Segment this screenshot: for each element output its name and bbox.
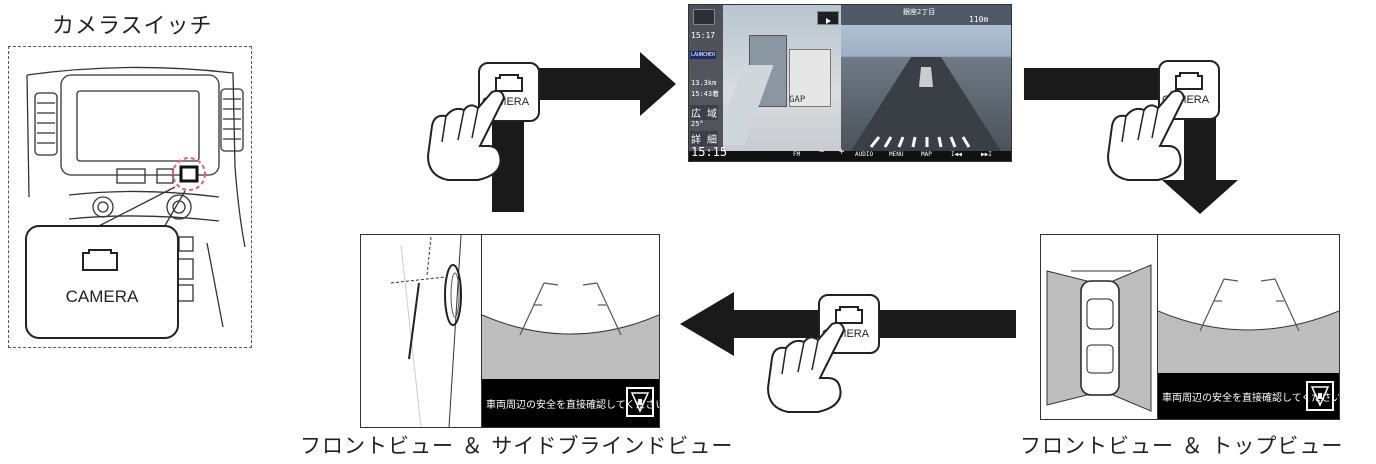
camera-button-zoom: CAMERA xyxy=(25,225,179,339)
warning-text: 車両周辺の安全を直接確認してください xyxy=(486,399,659,411)
junction-view: 銀座2丁目 110m xyxy=(841,5,1011,151)
camera-icon xyxy=(495,74,523,92)
wide-button[interactable]: 広 域 xyxy=(690,105,719,120)
play-icon[interactable] xyxy=(817,11,839,25)
warning-banner-right: 車両周辺の安全を直接確認してください xyxy=(1158,373,1339,419)
launcher-button[interactable]: LAUNCHER xyxy=(690,51,717,59)
distance-readout: 13.3km xyxy=(691,79,717,87)
side-blind-view xyxy=(390,235,462,427)
caution-icon-right xyxy=(1306,381,1334,411)
gap-label: GAP xyxy=(789,95,806,105)
top-view xyxy=(1046,264,1152,412)
nav-bottom-bar xyxy=(689,151,1011,161)
temperature: 25° xyxy=(691,120,704,128)
eta-readout: 15:43着 xyxy=(691,90,720,98)
prev-track-button[interactable]: I◀◀ xyxy=(951,151,962,158)
camera-switch-title: カメラスイッチ xyxy=(52,14,213,39)
hand-pointer-icon xyxy=(426,89,506,181)
minus-button[interactable]: − xyxy=(819,147,825,157)
plus-button[interactable]: + xyxy=(839,147,845,157)
camera-icon xyxy=(835,306,863,324)
warning-banner: 車両周辺の安全を直接確認してください xyxy=(482,379,659,427)
caption-front-top-view: フロントビュー ＆ トップビュー xyxy=(1020,434,1344,458)
menu-button[interactable]: MENU xyxy=(889,151,904,158)
warning-text-right: 車両周辺の安全を直接確認してください xyxy=(1162,392,1339,404)
front-top-view-panel: 車両周辺の安全を直接確認してください xyxy=(1040,234,1340,420)
camera-icon xyxy=(82,249,118,271)
dashboard-line-art xyxy=(26,66,246,328)
caption-front-side-view: フロントビュー ＆ サイドブラインドビュー xyxy=(300,434,734,458)
next-track-button[interactable]: ▶▶I xyxy=(981,151,992,158)
camera-button-label: CAMERA xyxy=(65,287,139,306)
front-view xyxy=(482,282,659,379)
front-view-right xyxy=(1158,278,1339,373)
clock-top: 15:17 xyxy=(691,31,716,40)
nav-back-icon[interactable] xyxy=(693,9,715,25)
clock-bottom: 15:15 xyxy=(691,145,728,159)
distance-right: 110m xyxy=(969,15,989,24)
dashboard-illustration: CAMERA xyxy=(8,46,252,348)
hand-pointer-icon xyxy=(1106,89,1186,181)
audio-button[interactable]: AUDIO xyxy=(855,151,874,158)
nav-info-column: 15:17 LAUNCHER 13.3km 15:43着 広 域 25° 詳 細 xyxy=(689,5,723,151)
route-label: 銀座2丁目 xyxy=(903,8,936,16)
front-side-view-panel: 車両周辺の安全を直接確認してください xyxy=(360,234,660,428)
detail-button[interactable]: 詳 細 xyxy=(690,131,719,146)
caution-icon xyxy=(626,387,654,417)
camera-icon xyxy=(1175,72,1203,90)
hand-pointer-icon xyxy=(766,321,846,413)
source-fm[interactable]: FM xyxy=(793,151,801,158)
map-button[interactable]: MAP xyxy=(921,151,932,158)
nav-screen: GAP 15:17 LAUNCHER 13.3km 15:43着 広 域 25°… xyxy=(688,4,1012,162)
camera-switch-highlight xyxy=(179,165,199,183)
